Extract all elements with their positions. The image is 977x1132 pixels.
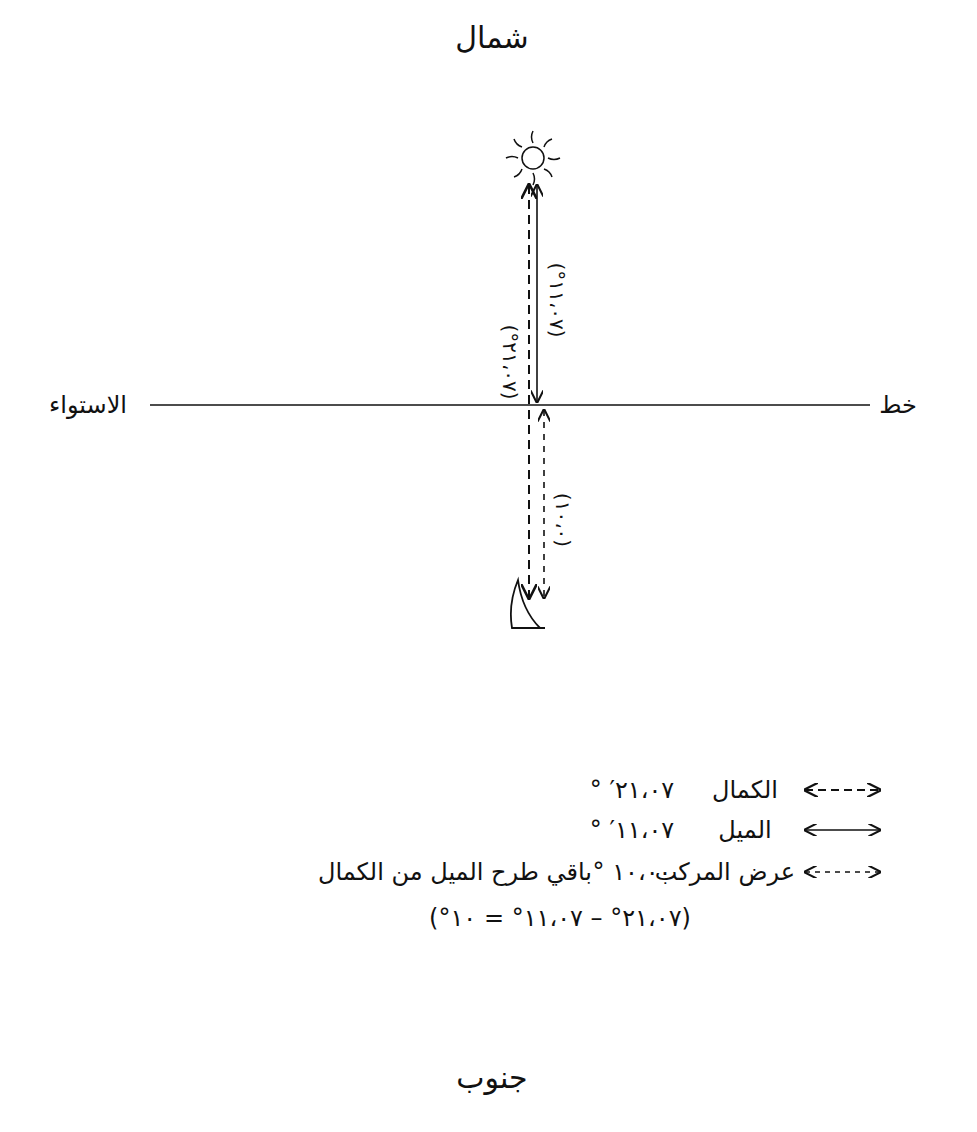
legend-label: الكمال xyxy=(712,776,778,805)
latitude-arrow xyxy=(543,410,545,598)
legend-label: الميل xyxy=(718,816,771,845)
sun-symbol xyxy=(506,131,560,185)
declination-arrow xyxy=(536,185,538,402)
legend-sample-dashed xyxy=(805,789,880,791)
legend-label: عرض المركب xyxy=(655,858,795,887)
ship-symbol xyxy=(511,580,545,628)
legend-sample-solid xyxy=(805,829,880,831)
formula-text: (٢١،٠٧° – ١١،٠٧° = ١٠°) xyxy=(429,904,691,933)
direction-label: جنوب xyxy=(456,1060,527,1096)
angle-value: (٢١،٠٧°) xyxy=(498,324,522,399)
kamal-arrow xyxy=(528,185,530,598)
equator-label: خط xyxy=(879,391,917,420)
equator-label: الاستواء xyxy=(49,391,127,420)
angle-value: (١١،٠٧°) xyxy=(545,262,569,337)
legend-value: ١١،٠٧′ ° xyxy=(590,816,674,845)
legend-value: ٢١،٠٧′ ° xyxy=(590,776,674,805)
equator-line xyxy=(150,404,870,406)
angle-value: (١٠،٠) xyxy=(551,493,575,547)
direction-label: شمال xyxy=(455,20,528,56)
legend-sample-dashed xyxy=(805,871,880,873)
note-text: باقي طرح الميل من الكمال xyxy=(318,858,592,887)
